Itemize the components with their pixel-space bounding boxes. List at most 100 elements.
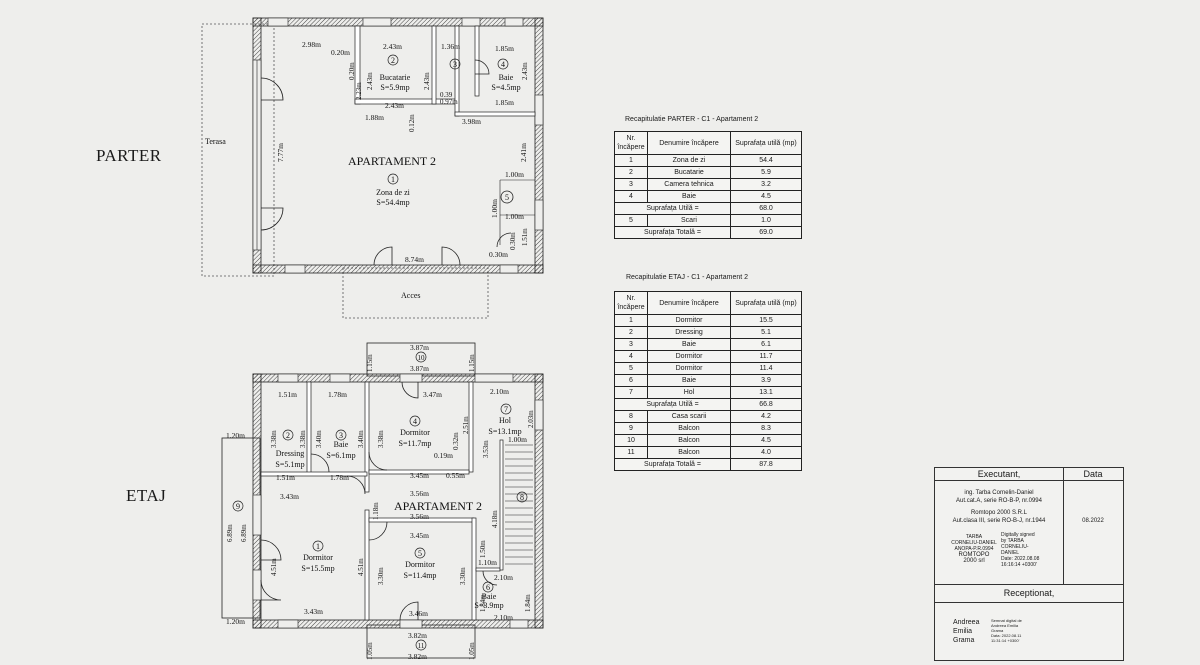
etaj-dim: 3.87m [410, 343, 429, 352]
etaj-dim: 1.05m [468, 642, 476, 660]
parter-room2-num: 2 [391, 56, 395, 65]
table-cell: Bucatarie [647, 166, 731, 179]
signature-stamp: TARBA CORNELIU-DANIEL ANOPA-P.R.0994 ROM… [949, 534, 999, 564]
signature-line: Andreea Emilia [991, 623, 1019, 628]
parter-dim: 2.98m [302, 40, 321, 49]
etaj-dim: 0.55m [446, 471, 465, 480]
etaj-dim: 1.20m [226, 617, 245, 626]
table-cell: Dormitor [647, 314, 731, 327]
table-cell: 1 [614, 314, 648, 327]
table-cell: 4.5 [730, 434, 802, 447]
etaj-dim: 4.51m [357, 558, 365, 576]
parter-room4-num: 4 [501, 60, 505, 69]
table-cell: Baie [647, 190, 731, 203]
table-cell: 4.5 [730, 190, 802, 203]
etaj-room5-num: 5 [418, 549, 422, 558]
etaj-dim: 3.56m [410, 489, 429, 498]
etaj-stairs [505, 444, 533, 565]
table-cell: Balcon [647, 434, 731, 447]
etaj-room4-area: S=11.7mp [399, 439, 432, 448]
etaj-dim: 6.89m [226, 524, 234, 542]
parter-dim: 8.74m [405, 255, 424, 264]
table-cell: Suprafața Totală = [614, 458, 731, 471]
etaj-dim: 2.03m [527, 410, 535, 428]
table-cell: 1.0 [730, 214, 802, 227]
etaj-dim: 2.10m [490, 387, 509, 396]
etaj-dim: 3.30m [377, 567, 385, 585]
table-cell: Suprafața Utilă = [614, 398, 731, 411]
signature-line: 11:31:14 +0300' [991, 638, 1020, 643]
table-cell: Dressing [647, 326, 731, 339]
table-cell: 8.3 [730, 422, 802, 435]
table-cell: 10 [614, 434, 648, 447]
etaj-dim: 1.50m [479, 540, 487, 558]
table-parter-title: Recapitulatie PARTER - C1 - Apartament 2 [625, 116, 759, 123]
table-cell: 5.9 [730, 166, 802, 179]
table-row: 2 Bucatarie 5.9 [614, 166, 802, 179]
parter-room4-name: Baie [499, 73, 514, 82]
table-header: Nr. încăpere [614, 291, 648, 315]
table-cell: 3.9 [730, 374, 802, 387]
etaj-dim: 3.43m [304, 607, 323, 616]
signature-line: 16:16:14 +0300' [1001, 562, 1037, 568]
table-cell: 4 [614, 350, 648, 363]
parter-dim: 1.36m [441, 42, 460, 51]
etaj-room9-num: 9 [236, 502, 240, 511]
authorization-2: Aut.clasa III, serie RO-B-J, nr.1944 [952, 518, 1046, 524]
etaj-apartment-title: APARTAMENT 2 [394, 499, 482, 513]
parter-dim: 1.00m [505, 212, 524, 221]
parter-dim: 0.30m [489, 250, 508, 259]
table-cell: 5 [614, 214, 648, 227]
table-cell: 66.8 [730, 398, 802, 411]
table-cell: Camera tehnica [647, 178, 731, 191]
table-row: 3 Camera tehnica 3.2 [614, 178, 802, 191]
plan-parter: 2 Bucatarie S=5.9mp 3 4 Baie S=4.5mp APA… [201, 17, 544, 319]
table-cell: 68.0 [730, 202, 802, 215]
table-cell: 11.4 [730, 362, 802, 375]
signature-line: Digitally signed [1001, 532, 1035, 538]
table-cell: 54.4 [730, 154, 802, 167]
etaj-dim: 1.10m [478, 558, 497, 567]
etaj-dim: 0.32m [452, 432, 460, 450]
etaj-dim: 2.10m [494, 573, 513, 582]
table-row-util: Suprafața Utilă = 68.0 [614, 202, 802, 215]
table-cell: 87.8 [730, 458, 802, 471]
receptionat-name: Grama [953, 637, 975, 644]
table-cell: 13.1 [730, 386, 802, 399]
etaj-room6-area: S=3.9mp [474, 601, 503, 610]
table-cell: 4 [614, 190, 648, 203]
etaj-room5-area: S=11.4mp [404, 571, 437, 580]
table-header: Suprafața utilă (mp) [730, 291, 802, 315]
table-cell: 3 [614, 338, 648, 351]
etaj-room1-name: Dormitor [303, 553, 333, 562]
table-cell: Dormitor [647, 362, 731, 375]
terrace-outline [201, 23, 275, 277]
etaj-dim: 3.30m [459, 567, 467, 585]
table-cell: 1 [614, 154, 648, 167]
authorization-1: Aut.cat.A, serie RO-B-P, nr.0994 [956, 498, 1042, 504]
table-cell: 11.7 [730, 350, 802, 363]
etaj-dim: 3.38m [270, 430, 278, 448]
stamp-line: CORNELIU-DANIEL [951, 540, 997, 546]
table-cell: 6 [614, 374, 648, 387]
etaj-room5-name: Dormitor [405, 560, 435, 569]
terasa-label: Terasa [205, 137, 226, 146]
etaj-dim: 1.18m [372, 502, 380, 520]
wall-right [534, 17, 544, 274]
receptionat-name: Emilia [953, 628, 973, 635]
parter-dim: 1.88m [365, 113, 384, 122]
etaj-room7-area: S=13.1mp [488, 427, 521, 436]
parter-room5-num: 5 [505, 193, 509, 202]
parter-dim: 0.97m [440, 98, 458, 106]
table-header: Nr. încăpere [614, 131, 648, 155]
parter-apartment-title: APARTAMENT 2 [348, 154, 436, 168]
etaj-room2-area: S=5.1mp [275, 460, 304, 469]
etaj-dim: 3.38m [377, 430, 385, 448]
etaj-dim: 2.51m [462, 416, 470, 434]
wall-top [252, 17, 544, 27]
etaj-dim: 1.20m [226, 431, 245, 440]
table-cell: Scari [647, 214, 731, 227]
parter-room4-area: S=4.5mp [491, 83, 520, 92]
etaj-room6-name: Baie [482, 592, 497, 601]
